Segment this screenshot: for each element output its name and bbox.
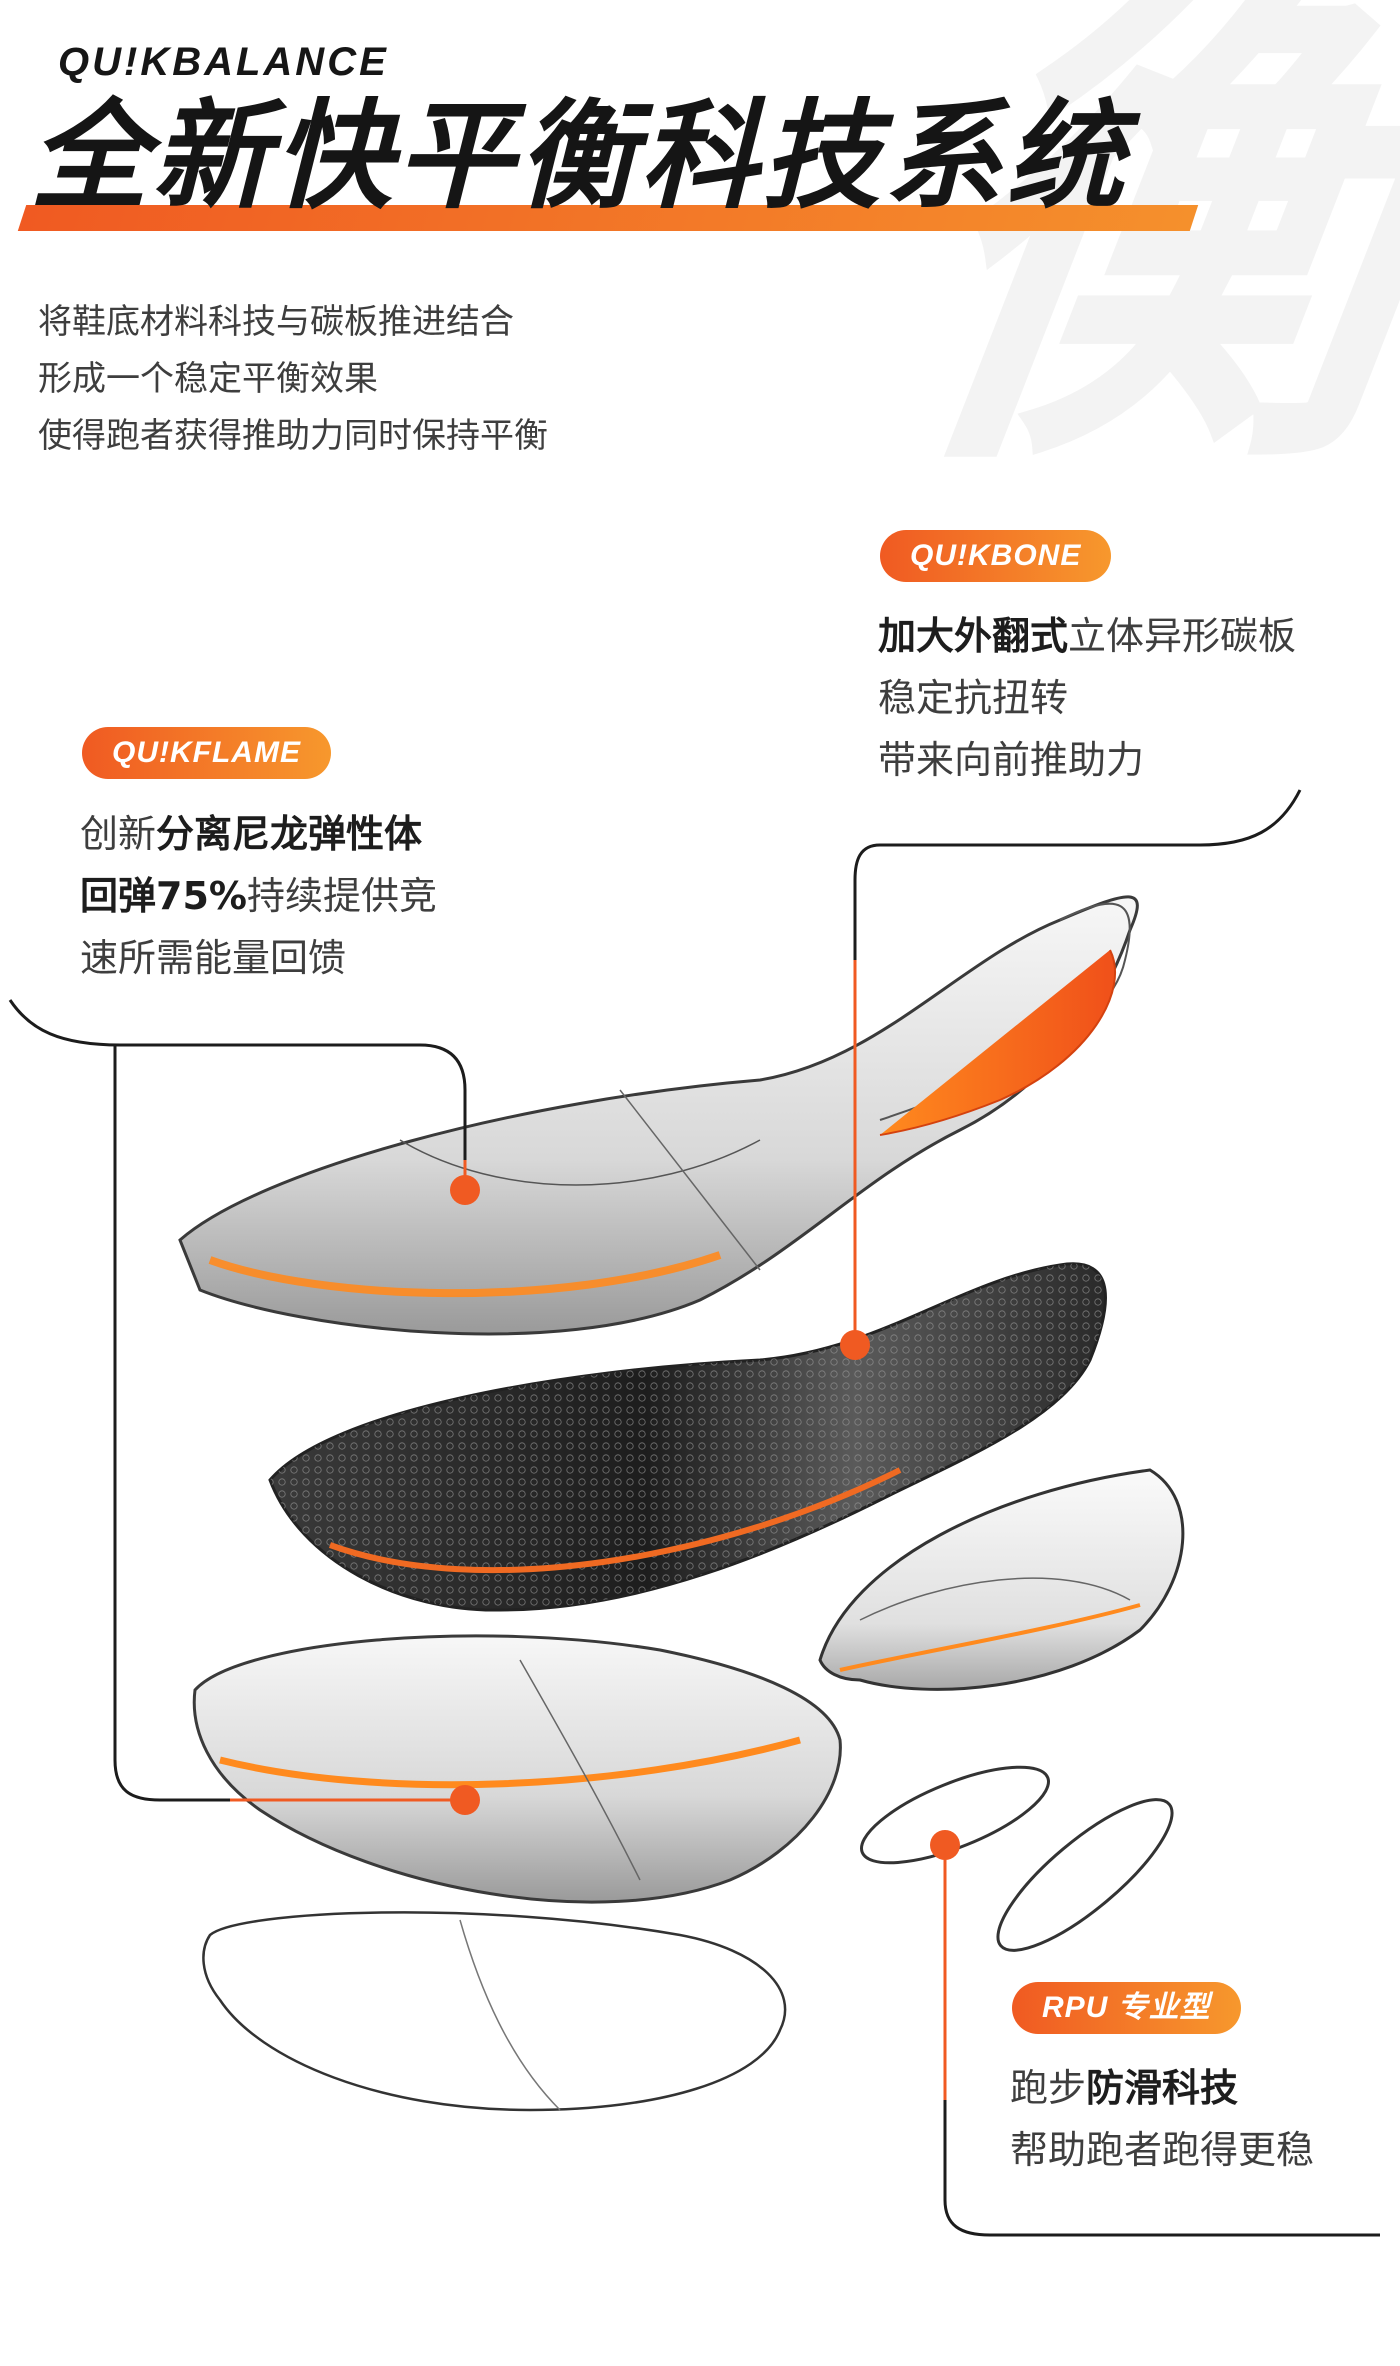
quikflame-line-1: 创新分离尼龙弹性体 (80, 803, 437, 865)
quikbone-line-1-bold: 加大外翻式 (878, 614, 1069, 658)
quikbone-description: 加大外翻式立体异形碳板 稳定抗扭转 带来向前推助力 (878, 605, 1296, 791)
quikflame-badge: QU!KFLAME (82, 727, 331, 779)
quikflame-line-1-prefix: 创新 (80, 812, 157, 856)
quikflame-lower-dot (450, 1785, 480, 1815)
callout-orange-lines (230, 960, 947, 2100)
rpu-line-2: 帮助跑者跑得更稳 (1010, 2128, 1315, 2172)
quikflame-dot (450, 1175, 480, 1205)
top-midsole-layer (178, 895, 1139, 1336)
intro-line-2: 形成一个稳定平衡效果 (38, 359, 378, 399)
rpu-dot (930, 1830, 960, 1860)
rpu-pads (860, 1765, 1174, 1952)
rpu-badge: RPU 专业型 (1012, 1982, 1241, 2034)
rpu-line-1-bold: 防滑科技 (1086, 2066, 1239, 2110)
quikbone-line-2: 稳定抗扭转 (878, 676, 1069, 720)
quikflame-line-3: 速所需能量回馈 (80, 936, 347, 980)
quikflame-line-2: 回弹75%持续提供竞 (80, 865, 437, 927)
bottom-midsole-layer (192, 1634, 842, 1904)
carbon-plate-layer (268, 1262, 1107, 1612)
quikflame-line-2-bold: 回弹75% (80, 874, 247, 918)
quikflame-description: 创新分离尼龙弹性体 回弹75%持续提供竞 速所需能量回馈 (80, 803, 437, 989)
quikbone-line-1-rest: 立体异形碳板 (1068, 614, 1297, 658)
quikflame-line-1-bold: 分离尼龙弹性体 (156, 812, 423, 856)
quikbone-line-3: 带来向前推助力 (878, 738, 1145, 782)
intro-line-1: 将鞋底材料科技与碳板推进结合 (38, 302, 514, 342)
brand-logo: QU!KBALANCE (58, 40, 389, 84)
rpu-line-1-prefix: 跑步 (1010, 2066, 1087, 2110)
rpu-description: 跑步防滑科技 帮助跑者跑得更稳 (1010, 2057, 1314, 2181)
forefoot-insert-layer (818, 1468, 1185, 1691)
outsole-outline-layer (202, 1911, 787, 2112)
callout-dots (450, 1175, 960, 1860)
quikbone-line-1: 加大外翻式立体异形碳板 (878, 605, 1296, 667)
quikbone-badge: QU!KBONE (880, 530, 1112, 582)
callout-lines (8, 789, 1380, 2237)
intro-line-3: 使得跑者获得推助力同时保持平衡 (38, 416, 548, 456)
page-title: 全新快平衡科技系统 (30, 87, 1129, 225)
quikbone-dot (840, 1330, 870, 1360)
quikflame-line-2-rest: 持续提供竞 (246, 874, 437, 918)
intro-text: 将鞋底材料科技与碳板推进结合 形成一个稳定平衡效果 使得跑者获得推助力同时保持平… (38, 294, 548, 465)
rpu-line-1: 跑步防滑科技 (1010, 2057, 1314, 2119)
